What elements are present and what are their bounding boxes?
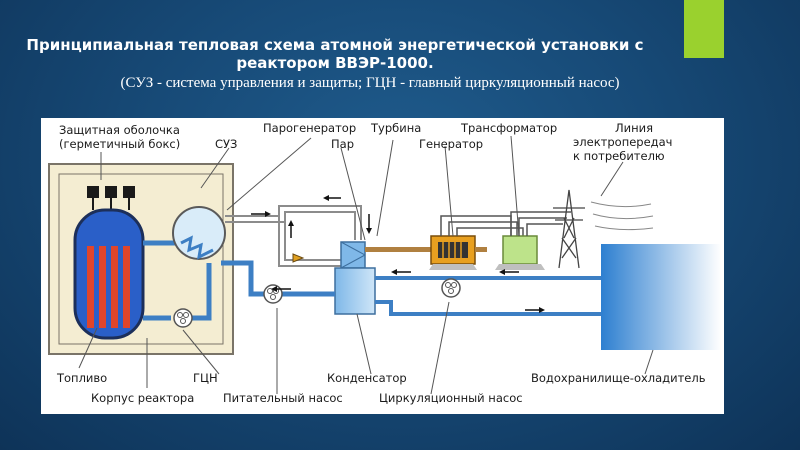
label-reactor-vessel: Корпус реактора xyxy=(91,391,194,405)
power-tower xyxy=(553,189,585,269)
containment-inner xyxy=(58,173,224,345)
slide-title: Принципиальная тепловая схема атомной эн… xyxy=(26,36,644,72)
label-fuel: Топливо xyxy=(56,371,107,385)
label-power-line-1: Линия xyxy=(615,121,653,135)
label-gcn: ГЦН xyxy=(193,371,218,385)
label-suz: СУЗ xyxy=(215,137,237,151)
slide-subtitle: (СУЗ - система управления и защиты; ГЦН … xyxy=(120,75,620,91)
fuel-rod xyxy=(99,246,106,328)
label-turbine: Турбина xyxy=(370,121,421,135)
label-power-line-3: к потребителю xyxy=(573,149,665,163)
leader-lines xyxy=(78,135,654,395)
label-transformer: Трансформатор xyxy=(460,121,557,135)
accent-bar xyxy=(684,0,724,58)
label-containment-1: Защитная оболочка xyxy=(59,123,180,137)
fuel-rod xyxy=(111,246,118,328)
suz-drive-1 xyxy=(87,186,99,198)
suz-drive-3 xyxy=(123,186,135,198)
label-steam-generator: Парогенератор xyxy=(263,121,356,135)
label-feed-pump: Питательный насос xyxy=(223,391,343,405)
turbine xyxy=(340,241,366,269)
feedwater-line xyxy=(221,260,335,297)
label-steam: Пар xyxy=(331,137,354,151)
steam-valve xyxy=(292,253,305,263)
suz-drive-2 xyxy=(105,186,117,198)
label-containment-2: (герметичный бокс) xyxy=(59,137,180,151)
transformer xyxy=(502,235,538,265)
reactor-vessel xyxy=(73,208,145,340)
steam-generator xyxy=(172,206,226,260)
label-cooling-pond: Водохранилище-охладитель xyxy=(531,371,706,385)
fuel-rod xyxy=(87,246,94,328)
fuel-rod xyxy=(123,246,130,328)
condenser xyxy=(334,267,376,315)
label-circulation-pump: Циркуляционный насос xyxy=(379,391,523,405)
thermal-scheme-diagram: Защитная оболочка (герметичный бокс) СУЗ… xyxy=(41,118,724,414)
cooling-pond xyxy=(601,244,721,350)
cooling-loop xyxy=(375,276,601,316)
tx-wires xyxy=(510,211,571,236)
shaft xyxy=(365,247,431,252)
label-generator: Генератор xyxy=(419,137,483,151)
label-condenser: Конденсатор xyxy=(327,371,407,385)
steam-lines xyxy=(225,205,362,267)
label-power-line-2: электропередач xyxy=(573,135,672,149)
